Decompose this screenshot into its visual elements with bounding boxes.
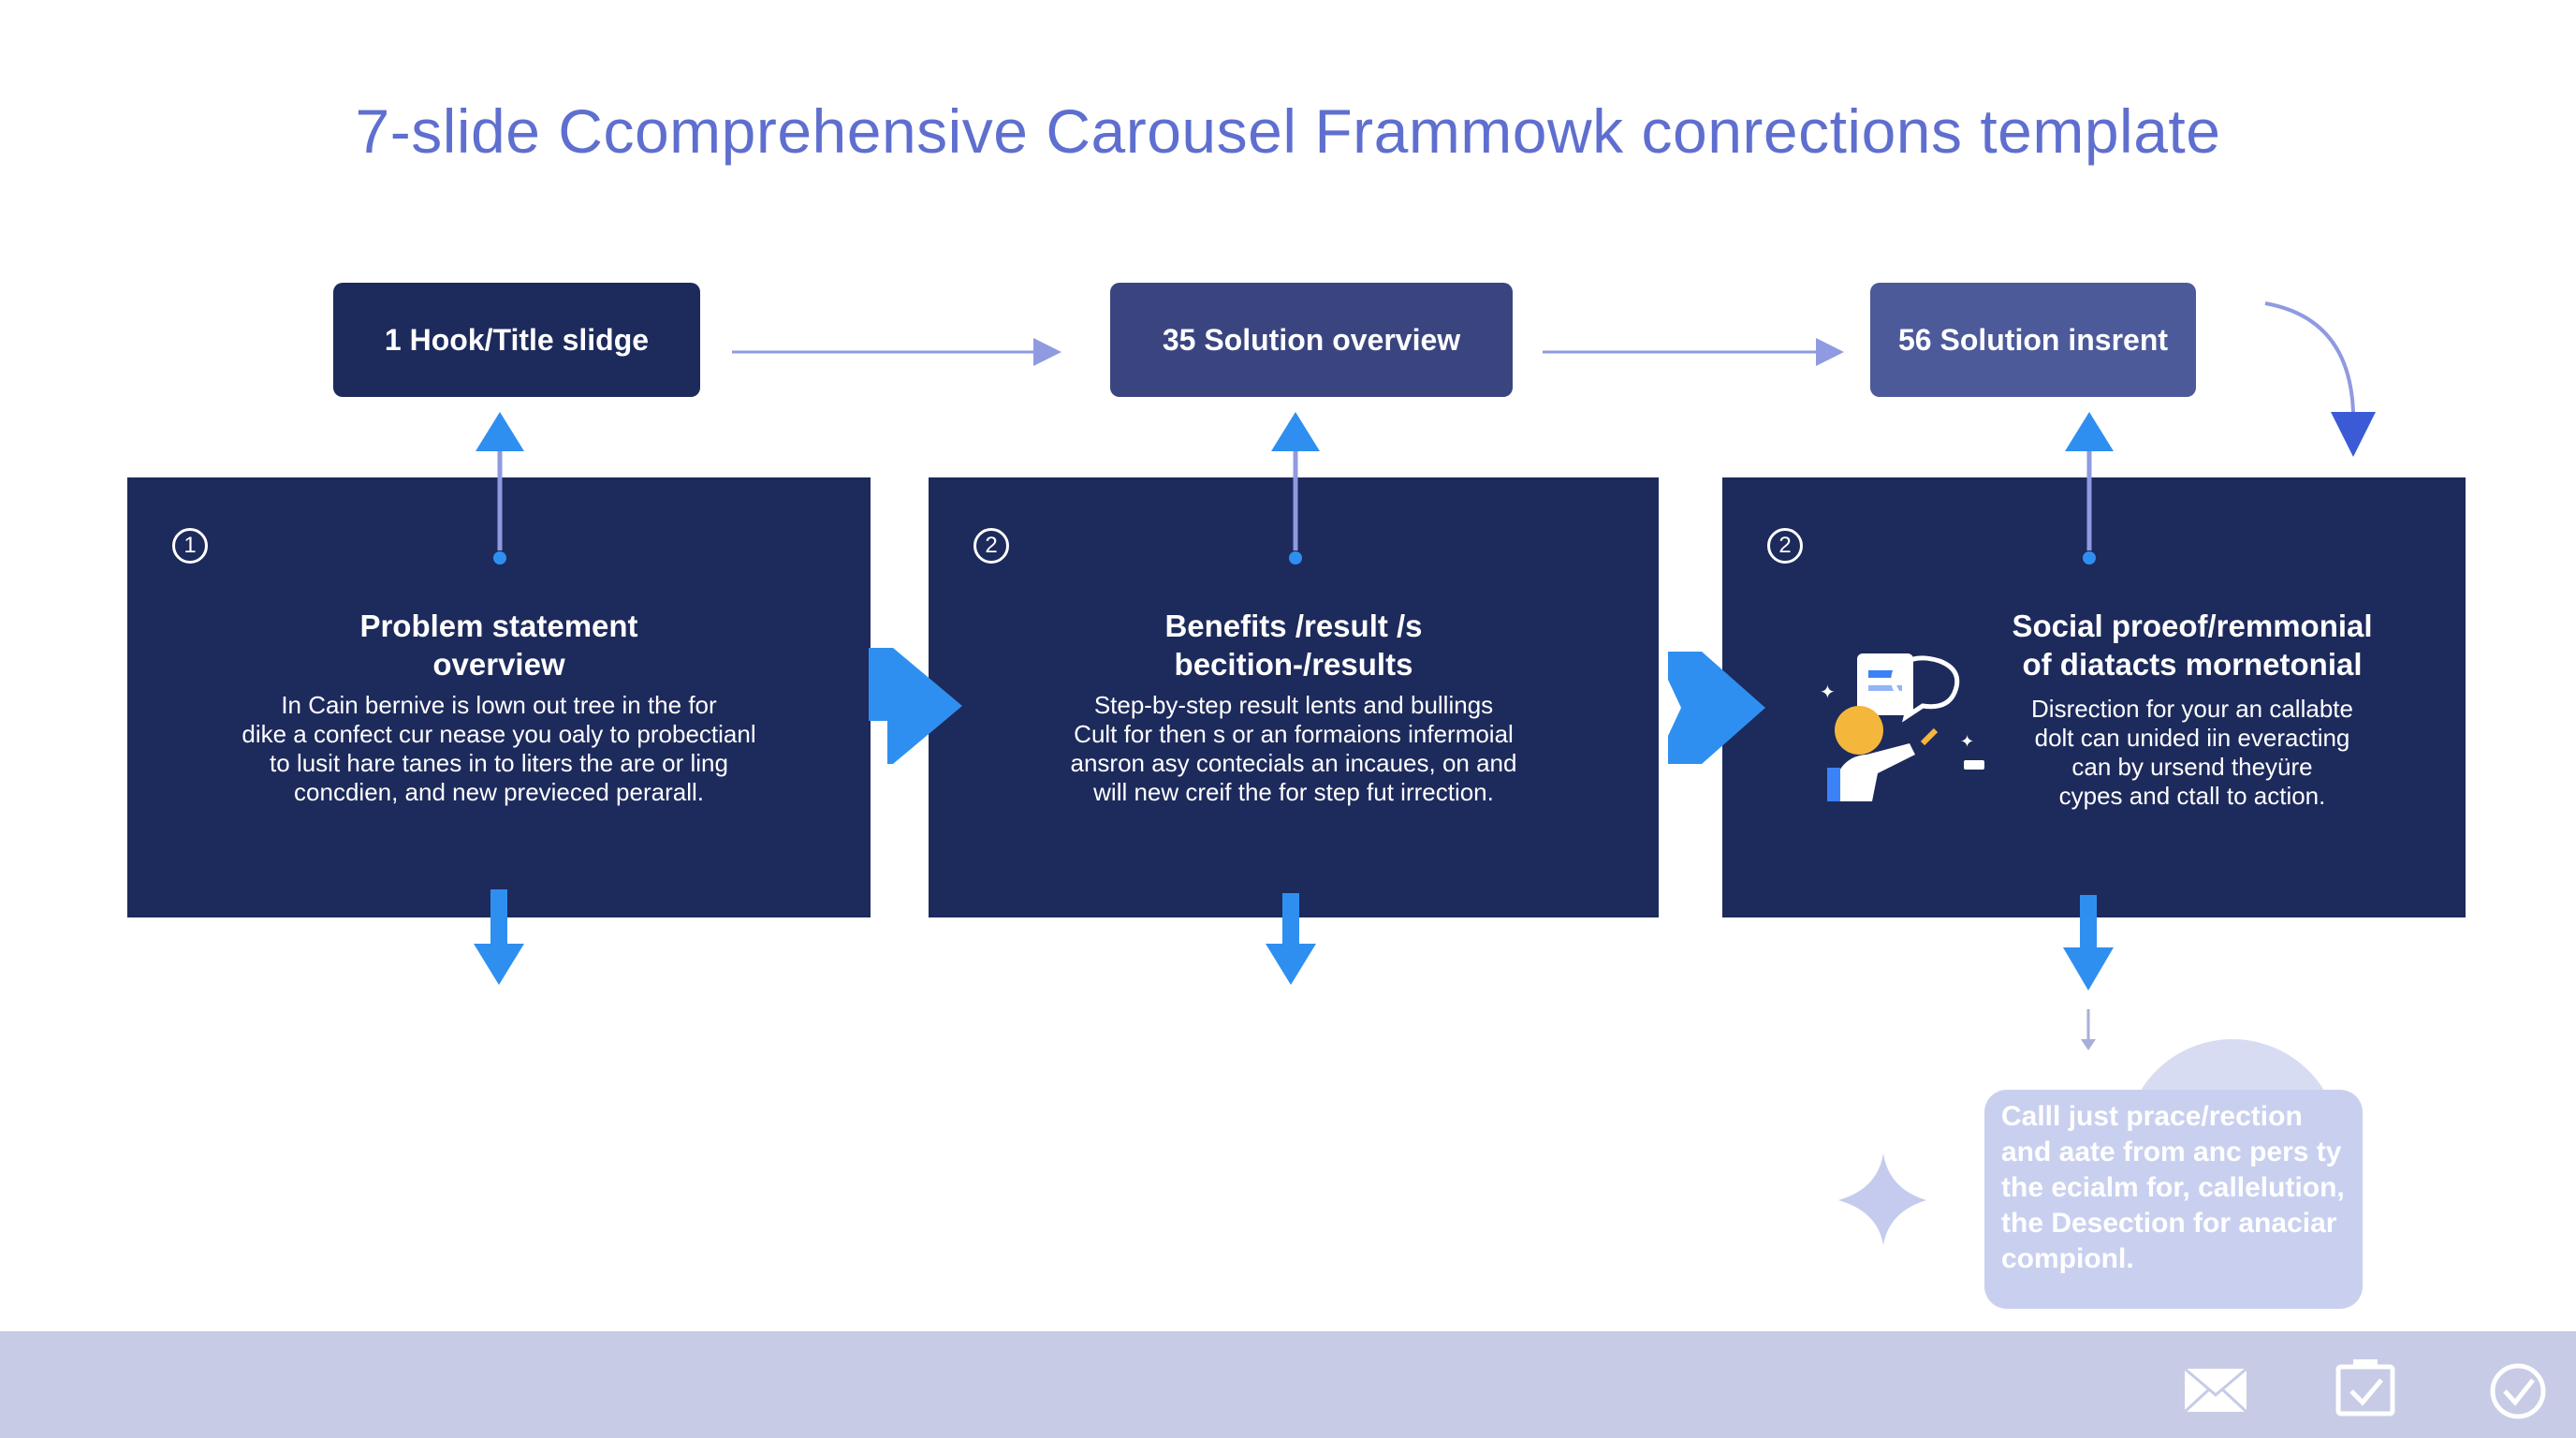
step-solution-insrent: 56 Solution insrent <box>1870 283 2196 397</box>
check-circle-icon[interactable] <box>2490 1363 2546 1419</box>
small-down-arrow-icon <box>2081 1009 2096 1050</box>
up-arrow-icon <box>476 412 524 565</box>
step-label: 56 Solution insrent <box>1897 322 2169 357</box>
card-body: Step-by-step result lents and bullings C… <box>1070 691 1517 806</box>
page-title: 7-slide Ccomprehensive Carousel Frammowk… <box>355 96 2221 166</box>
card-number-badge: 2 <box>973 528 1009 564</box>
card-title: Problem statement overview <box>359 609 638 682</box>
chevron-right-icon <box>1668 652 1765 764</box>
presenter-illustration-icon: ✦ ✦ <box>1820 653 1984 801</box>
card-social-proof: 2 Social proeof/remmonial of diatacts mo… <box>1722 477 2466 917</box>
card-body: Disrection for your an callabte dolt can… <box>2031 695 2353 810</box>
step-hook-title: 1 Hook/Title slidge <box>333 283 700 397</box>
step-label: 1 Hook/Title slidge <box>384 322 650 357</box>
footer-bar <box>0 1331 2576 1438</box>
card-title: Social proeof/remmonial of diatacts morn… <box>2012 609 2373 682</box>
step-label: 35 Solution overview <box>1162 322 1461 357</box>
up-arrow-icon <box>1271 412 1320 565</box>
up-arrow-icon <box>2065 412 2114 565</box>
card-number-badge: 2 <box>1767 528 1803 564</box>
card-problem-statement: 1 Problem statement overview In Cain ber… <box>127 477 871 917</box>
svg-text:✦: ✦ <box>1960 732 1974 752</box>
envelope-icon[interactable] <box>2183 1367 2248 1414</box>
curved-arrow-head-icon <box>2331 412 2376 457</box>
sparkle-icon <box>1838 1153 1926 1245</box>
down-arrow-icon <box>1266 893 1316 985</box>
curved-arrow-icon <box>2264 301 2355 413</box>
card-benefits-results: 2 Benefits /result /s becition-/results … <box>929 477 1659 917</box>
card-number-badge: 1 <box>172 528 208 564</box>
down-arrow-icon <box>2063 895 2114 990</box>
down-arrow-icon <box>474 889 524 985</box>
step-solution-overview: 35 Solution overview <box>1110 283 1513 397</box>
svg-text:✦: ✦ <box>1820 681 1836 703</box>
clipboard-check-icon[interactable] <box>2335 1359 2395 1416</box>
cta-bubble <box>1984 1090 2363 1309</box>
card-title: Benefits /result /s becition-/results <box>1164 609 1423 682</box>
cta-text: Calll just prace/rection and aate from a… <box>2001 1101 2345 1274</box>
card-body: In Cain bernive is lown out tree in the … <box>242 691 756 806</box>
chevron-right-icon <box>869 648 962 764</box>
